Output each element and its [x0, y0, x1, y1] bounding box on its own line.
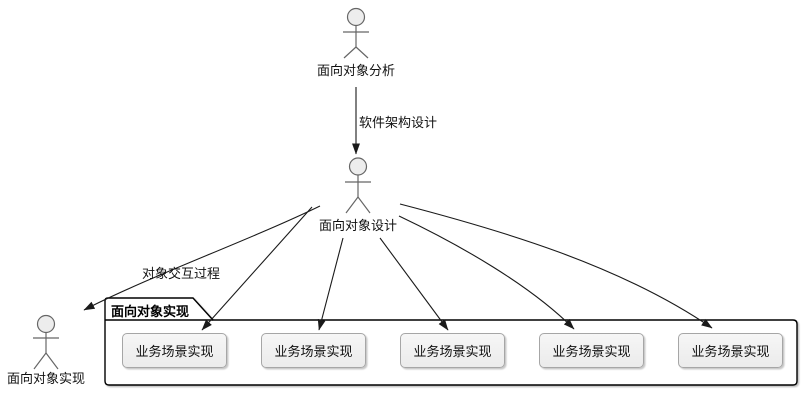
scenario-box-5: 业务场景实现 [678, 333, 783, 368]
package-title: 面向对象实现 [111, 305, 190, 320]
edge-ood-to-box2 [317, 237, 344, 331]
scenario-box-1: 业务场景实现 [122, 333, 227, 368]
edge-ood-to-box5 [399, 203, 713, 329]
actor-ooa-figure-icon [343, 7, 369, 59]
edge-ood-to-box1 [201, 206, 313, 331]
actor-ooi-label: 面向对象实现 [6, 372, 85, 387]
scenario-box-3: 业务场景实现 [400, 333, 505, 368]
edge-label-architecture-design: 软件架构设计 [359, 116, 438, 131]
edge-ood-to-box4 [398, 215, 575, 330]
edge-ood-to-box3 [379, 237, 449, 331]
edges [83, 87, 713, 331]
actor-ood-label: 面向对象设计 [318, 219, 397, 234]
actor-ooi-figure-icon [33, 314, 59, 370]
scenario-box-2: 业务场景实现 [261, 333, 366, 368]
edge-ood-to-ooi-actor [83, 205, 321, 311]
actor-ooa-label: 面向对象分析 [316, 64, 395, 79]
actor-ood-figure-icon [345, 157, 371, 214]
scenario-box-4: 业务场景实现 [539, 333, 644, 368]
edge-label-object-interaction: 对象交互过程 [142, 267, 221, 282]
